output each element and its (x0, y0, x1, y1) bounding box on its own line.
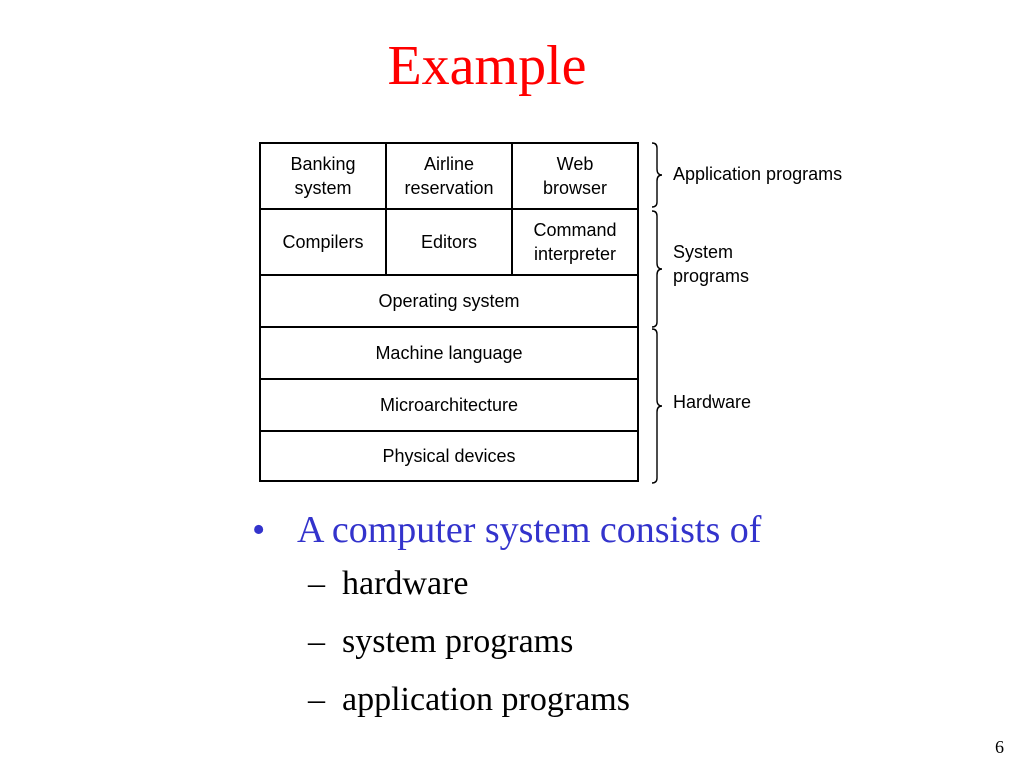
brace-hardware-icon (651, 328, 663, 484)
cell-label: Editors (420, 232, 478, 252)
page-number: 6 (995, 737, 1004, 757)
sub-bullet-application-programs: – application programs (308, 671, 972, 729)
sub-bullet-dash: – (308, 681, 325, 718)
slide-title: Example (387, 35, 587, 97)
layer-cell-banking-system: Banking system (259, 142, 387, 210)
group-labels: Application programs System programs Har… (650, 140, 890, 485)
sub-bullet-text: system programs (342, 623, 574, 660)
brace-system-programs-icon (651, 210, 663, 328)
sub-bullet-hardware: – hardware (308, 555, 972, 613)
cell-label: Physical devices (382, 446, 516, 466)
brace-application-icon (651, 142, 663, 208)
sub-bullet-system-programs: – system programs (308, 613, 972, 671)
sub-bullet-text: application programs (342, 681, 630, 718)
sub-bullet-dash: – (308, 623, 325, 660)
bullet-list: • A computer system consists of – hardwa… (252, 505, 972, 729)
layer-cell-web-browser: Web browser (511, 142, 639, 210)
cell-label: Airline reservation (404, 154, 494, 198)
group-label-hardware: Hardware (673, 392, 752, 412)
cell-label: Command interpreter (533, 220, 617, 264)
layer-diagram: Banking system Airline reservation Web b… (259, 142, 639, 482)
sub-bullet-text: hardware (342, 565, 469, 602)
sub-bullet-dash: – (308, 565, 325, 602)
group-label-system-programs: System programs (673, 242, 750, 286)
layer-cell-physical-devices: Physical devices (259, 430, 639, 482)
layer-cell-compilers: Compilers (259, 208, 387, 276)
layer-cell-microarchitecture: Microarchitecture (259, 378, 639, 432)
bullet-dot: • (252, 509, 266, 551)
cell-label: Compilers (282, 232, 364, 252)
bullet-main-text: A computer system consists of (297, 509, 762, 551)
layer-cell-machine-language: Machine language (259, 326, 639, 380)
cell-label: Microarchitecture (379, 395, 519, 415)
group-label-application-programs: Application programs (673, 164, 843, 184)
cell-label: Machine language (375, 343, 523, 363)
layer-cell-operating-system: Operating system (259, 274, 639, 328)
layer-cell-editors: Editors (385, 208, 513, 276)
layer-cell-airline-reservation: Airline reservation (385, 142, 513, 210)
cell-label: Banking system (290, 154, 356, 198)
bullet-main: • A computer system consists of (252, 505, 972, 555)
cell-label: Web browser (542, 154, 608, 198)
cell-label: Operating system (378, 291, 520, 311)
layer-cell-command-interpreter: Command interpreter (511, 208, 639, 276)
